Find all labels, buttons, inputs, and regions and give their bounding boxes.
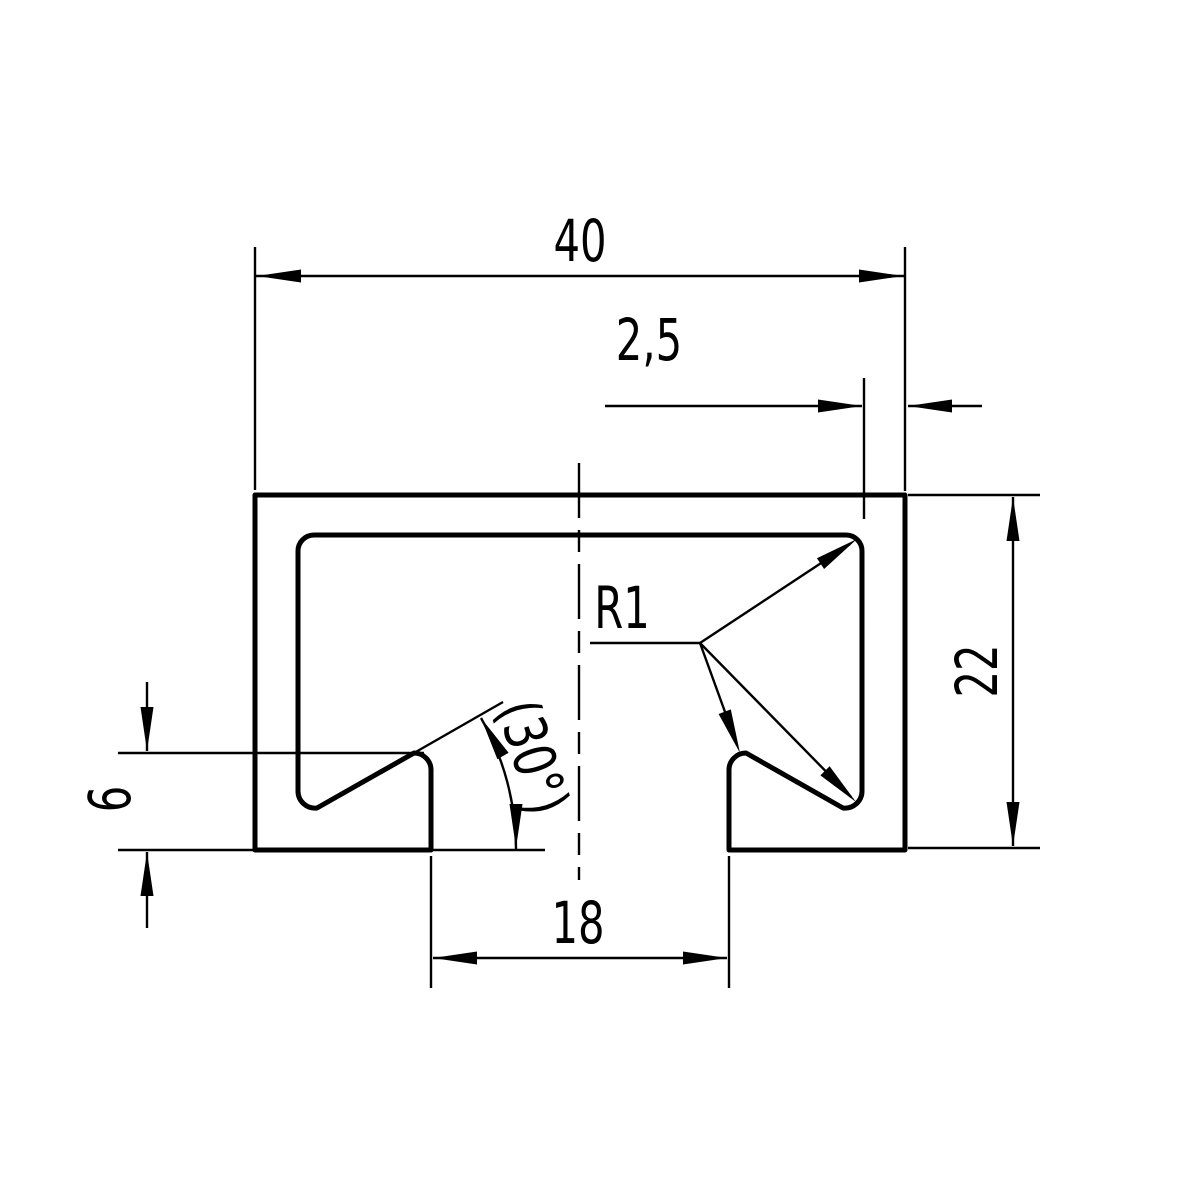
dim-wall-thickness-label: 2,5 <box>616 306 682 374</box>
arrowhead-bottom-corner-icon <box>820 766 856 802</box>
arrowhead-up-icon <box>1006 497 1020 541</box>
arrowhead-lower-icon <box>509 804 523 848</box>
arrowhead-left-icon <box>908 399 952 413</box>
arrowhead-down-icon <box>140 707 154 751</box>
dim-wall-thickness: 2,5 <box>605 306 982 519</box>
arrowhead-right-icon <box>818 399 862 413</box>
arrowhead-left-icon <box>433 951 477 965</box>
arrowhead-lip-tip-icon <box>718 709 740 753</box>
dim-lip-height-label: 6 <box>76 786 144 813</box>
angle-leg-incline <box>413 700 504 755</box>
arrowhead-upper-icon <box>481 718 509 760</box>
dim-lip-angle: (30°) <box>413 693 581 852</box>
arrowhead-top-corner-icon <box>816 539 857 569</box>
arrowhead-down-icon <box>1006 802 1020 846</box>
dim-fillet-radius-label: R1 <box>594 574 650 642</box>
dim-lip-angle-label: (30°) <box>483 693 581 823</box>
dim-slot-width: 18 <box>429 856 731 988</box>
arrowhead-left-icon <box>257 269 301 283</box>
dim-overall-width-label: 40 <box>553 207 606 275</box>
arrowhead-right-icon <box>683 951 727 965</box>
dim-overall-height: 22 <box>908 493 1040 850</box>
arrowhead-up-icon <box>140 852 154 896</box>
dim-fillet-radius: R1 <box>590 539 857 802</box>
arrowhead-right-icon <box>859 269 903 283</box>
dim-slot-width-label: 18 <box>551 889 604 957</box>
dim-lip-height: 6 <box>76 682 424 928</box>
dim-overall-width: 40 <box>253 207 907 491</box>
dim-overall-height-label: 22 <box>943 644 1011 697</box>
